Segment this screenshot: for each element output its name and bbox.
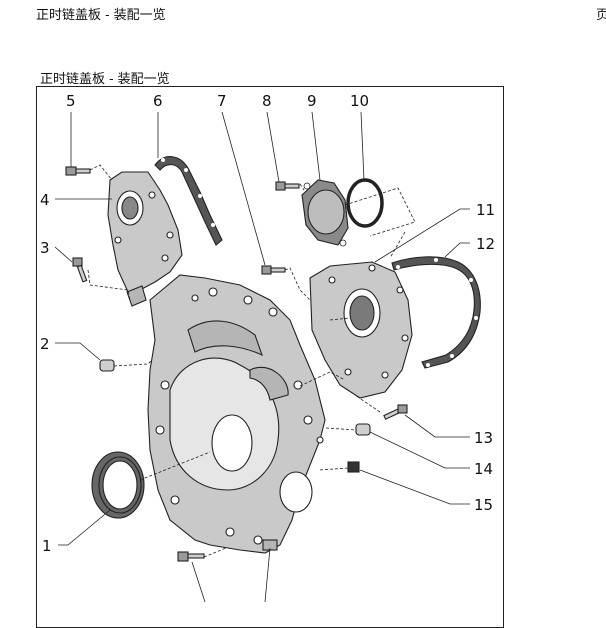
dowel-part-2 <box>99 359 115 372</box>
dowel-part-14 <box>355 423 371 436</box>
clip-part-15 <box>347 461 360 473</box>
timing-chain-cover <box>147 274 326 554</box>
bolt-part-8 <box>275 181 300 191</box>
callout-3: 3 <box>40 239 50 257</box>
o-ring-part-10 <box>346 178 384 228</box>
bolt-part-13 <box>383 404 408 420</box>
callout-9: 9 <box>307 92 317 110</box>
callout-8: 8 <box>262 92 272 110</box>
bottom-bolt <box>177 551 205 562</box>
callout-numbers: 1 2 3 4 5 6 7 8 9 10 11 12 13 14 15 <box>40 92 495 555</box>
leader-lines <box>54 111 470 602</box>
callout-1: 1 <box>42 537 52 555</box>
side-cover-part-11 <box>309 261 413 399</box>
page-header-right-fragment: 页 <box>596 8 606 23</box>
bolt-part-5 <box>65 166 91 176</box>
callout-4: 4 <box>40 191 50 209</box>
gasket-part-12 <box>391 256 481 369</box>
bolt-part-3 <box>72 257 88 283</box>
upper-left-cover-part-4 <box>107 171 183 307</box>
exploded-assembly-diagram: 1 2 3 4 5 6 7 8 9 10 11 12 13 14 15 <box>40 92 495 602</box>
callout-15: 15 <box>474 496 493 514</box>
gasket-part-6 <box>154 156 223 246</box>
page-header-title: 正时链盖板 - 装配一览 <box>36 8 166 23</box>
alignment-lines <box>87 164 416 558</box>
callout-5: 5 <box>66 92 76 110</box>
callout-10: 10 <box>350 92 369 110</box>
callout-13: 13 <box>474 429 493 447</box>
callout-14: 14 <box>474 460 493 478</box>
bolt-part-7 <box>261 265 286 275</box>
figure-caption: 正时链盖板 - 装配一览 <box>40 72 170 87</box>
seal-ring-part-1 <box>91 451 145 519</box>
cover-cap-part-9 <box>301 179 349 247</box>
callout-2: 2 <box>40 335 50 353</box>
callout-7: 7 <box>217 92 227 110</box>
callout-12: 12 <box>476 235 495 253</box>
callout-11: 11 <box>476 201 495 219</box>
callout-6: 6 <box>153 92 163 110</box>
